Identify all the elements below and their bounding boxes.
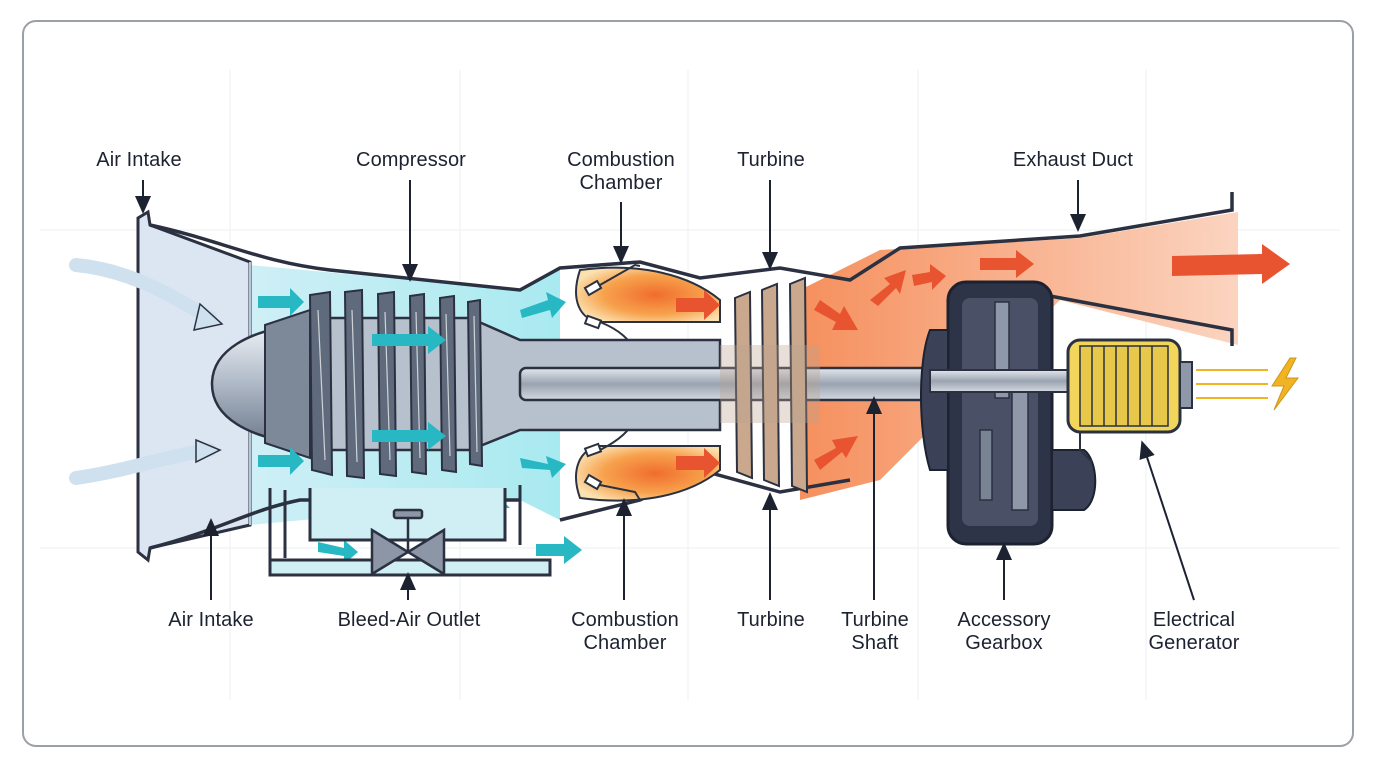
valve-icon xyxy=(370,508,446,577)
label-compressor: Compressor xyxy=(356,149,466,171)
gearbox-shaft xyxy=(929,369,1091,393)
label-air-intake-top: Air Intake xyxy=(96,149,182,171)
label-line: Turbine xyxy=(841,609,909,631)
label-combustion-chamber-top: Combustion Chamber xyxy=(556,149,686,195)
exhaust-inner-line xyxy=(1049,294,1234,346)
outer-casing-top xyxy=(149,192,1234,292)
power-output-lines xyxy=(1196,369,1268,399)
label-electrical-generator: Electrical Generator xyxy=(1136,609,1252,655)
turbine-blades xyxy=(733,276,809,494)
label-combustion-chamber-bottom: Combustion Chamber xyxy=(560,609,690,655)
label-bleed-air-outlet: Bleed-Air Outlet xyxy=(337,609,481,631)
outer-casing-bottom xyxy=(149,498,520,550)
label-exhaust-duct: Exhaust Duct xyxy=(1012,149,1134,171)
label-air-intake-bottom: Air Intake xyxy=(168,609,254,631)
electrical-generator xyxy=(1066,338,1193,463)
label-line: Generator xyxy=(1148,632,1240,654)
label-line: Chamber xyxy=(583,632,667,654)
label-line: Combustion xyxy=(571,609,679,631)
label-line: Gearbox xyxy=(965,632,1043,654)
label-turbine-shaft: Turbine Shaft xyxy=(832,609,918,655)
intake-arrowheads xyxy=(193,302,224,464)
turbine-disc xyxy=(720,345,820,423)
label-line: Electrical xyxy=(1152,609,1236,631)
accessory-gearbox xyxy=(920,280,1097,546)
label-line: Chamber xyxy=(579,172,663,194)
label-turbine-top: Turbine xyxy=(737,149,805,171)
hot-gas-arrows xyxy=(676,244,1290,478)
label-line: Shaft xyxy=(851,632,899,654)
lightning-bolt-icon xyxy=(1271,357,1299,411)
label-line: Combustion xyxy=(567,149,675,171)
exhaust-plume xyxy=(800,212,1238,500)
label-line: Accessory xyxy=(957,609,1051,631)
fan-hub xyxy=(264,308,311,460)
label-turbine-bottom: Turbine xyxy=(737,609,805,631)
leader-arrows xyxy=(135,180,1195,601)
label-accessory-gearbox: Accessory Gearbox xyxy=(946,609,1062,655)
combustion-chamber-lower xyxy=(575,445,721,502)
